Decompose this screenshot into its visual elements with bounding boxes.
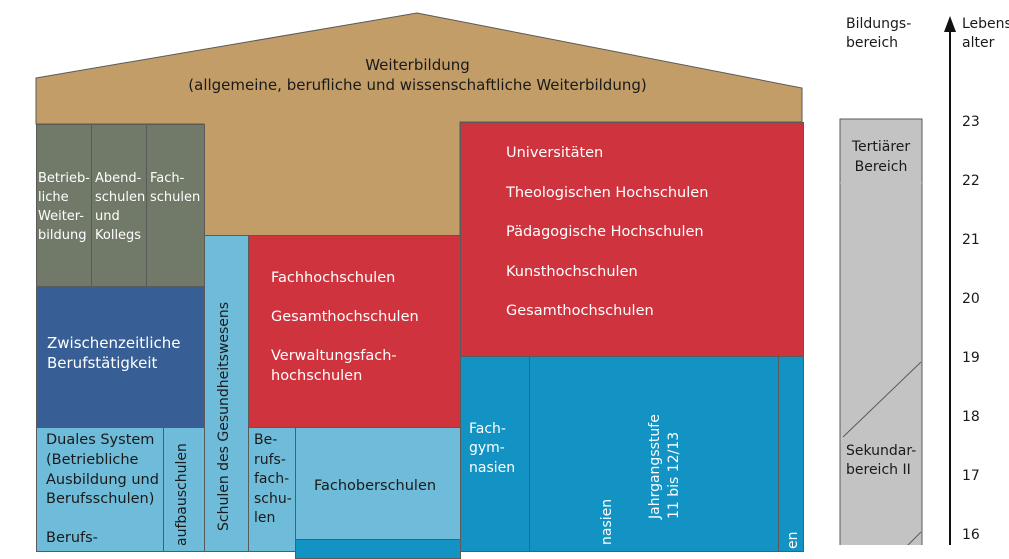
bildungsbereich-header-l2: bereich [846, 35, 899, 51]
age-19: 19 [962, 350, 980, 366]
lebensalter-header-l2: alter [962, 35, 995, 51]
fachoberschulen-block: Fachoberschulen [295, 427, 461, 540]
fach-l2: schulen [150, 190, 201, 205]
berufsfach-l1: Be- [254, 432, 278, 448]
gymnasium-oberstufe-block: Jahrgangsstufe 11 bis 12/13 nasien [529, 356, 779, 552]
abend-l3: und [95, 209, 120, 224]
fachober-label: Fachoberschulen [314, 478, 437, 494]
fachhoch-l3: Verwaltungsfach- [271, 348, 397, 364]
betriebliche-weiterbildung-block: Betrieb- liche Weiter- bildung [36, 124, 92, 287]
age-16: 16 [962, 527, 980, 543]
berufsfach-l3: fach- [254, 471, 290, 487]
fachgymnasien-block: Fach- gym- nasien [460, 356, 530, 552]
right-partial-label: en [785, 531, 801, 550]
duales-l1: Duales System [46, 432, 155, 448]
fachhoch-l1: Fachhochschulen [271, 270, 396, 286]
fachgym-l2: gym- [469, 440, 505, 456]
bereich-bar [839, 118, 923, 545]
uni-l2: Theologischen Hochschulen [506, 185, 709, 201]
zwischen-l2: Berufstätigkeit [47, 354, 158, 372]
lebensalter-header-l1: Lebens [962, 16, 1009, 32]
uni-l5: Gesamthochschulen [506, 303, 654, 319]
abend-l1: Abend- [95, 171, 142, 186]
uni-l4: Kunsthochschulen [506, 264, 638, 280]
age-axis-arrow-icon [944, 16, 956, 32]
gym-partial-label: nasien [599, 498, 615, 545]
fachgym-l1: Fach- [469, 421, 506, 437]
abend-l2: schulen [95, 190, 146, 205]
right-partial-block: en [778, 356, 804, 552]
betrieb-l3: Weiter- [38, 209, 85, 224]
jahrgang-l2: 11 bis 12/13 [666, 431, 682, 519]
age-18: 18 [962, 409, 980, 425]
fach-l1: Fach- [150, 171, 185, 186]
duales-l4: Berufsschulen) [46, 491, 155, 507]
bereich-diagonal-1 [842, 361, 922, 438]
berufsfachschulen-block: Be- rufs- fach- schu- len [248, 427, 296, 552]
gesundheit-label: Schulen des Gesundheitswesens [216, 301, 232, 531]
uni-l3: Pädagogische Hochschulen [506, 224, 704, 240]
sekundar-l1: Sekundar- [846, 443, 917, 459]
zwischen-l1: Zwischenzeitliche [47, 334, 181, 352]
jahrgang-l1: Jahrgangsstufe [647, 414, 663, 519]
uni-l1: Universitäten [506, 145, 604, 161]
aufbauschulen-block: aufbauschulen [163, 427, 205, 552]
roof-subtitle: (allgemeine, berufliche und wissenschaft… [188, 76, 647, 94]
betrieb-l1: Betrieb- [38, 171, 90, 186]
berufsfach-l2: rufs- [254, 452, 286, 468]
schulen-gesundheitswesen-block: Schulen des Gesundheitswesens [204, 235, 249, 552]
fachhochschulen-block: Fachhochschulen Gesamthochschulen Verwal… [248, 235, 461, 428]
universitaeten-block: Universitäten Theologischen Hochschulen … [460, 122, 804, 357]
duales-l3: Ausbildung und [46, 472, 159, 488]
tertiaer-l1: Tertiärer [851, 139, 911, 155]
lower-blue-block [295, 539, 461, 559]
aufbau-label: aufbauschulen [174, 443, 190, 546]
zwischenzeitliche-berufstaetigkeit-block: Zwischenzeitliche Berufstätigkeit [36, 286, 205, 428]
duales-l5: Berufs- [46, 530, 98, 546]
roof-title: Weiterbildung [365, 56, 470, 74]
betrieb-l2: liche [38, 190, 69, 205]
age-23: 23 [962, 114, 980, 130]
age-20: 20 [962, 291, 980, 307]
age-22: 22 [962, 173, 980, 189]
age-17: 17 [962, 468, 980, 484]
abend-l4: Kollegs [95, 228, 142, 243]
age-21: 21 [962, 232, 980, 248]
fachschulen-block: Fach- schulen [146, 124, 205, 287]
berufsfach-l5: len [254, 510, 276, 526]
bildungsbereich-header-l1: Bildungs- [846, 16, 912, 32]
fachhoch-l4: hochschulen [271, 368, 363, 384]
abendschulen-block: Abend- schulen und Kollegs [91, 124, 147, 287]
fachgym-l3: nasien [469, 460, 516, 476]
sekundar-l2: bereich II [846, 462, 911, 478]
duales-l2: (Betriebliche [46, 452, 139, 468]
tertiaer-l2: Bereich [854, 159, 908, 175]
duales-system-block: Duales System (Betriebliche Ausbildung u… [36, 427, 164, 552]
berufsfach-l4: schu- [254, 491, 292, 507]
fachhoch-l2: Gesamthochschulen [271, 309, 419, 325]
bereich-diagonal-2 [907, 531, 922, 545]
betrieb-l4: bildung [38, 228, 87, 243]
